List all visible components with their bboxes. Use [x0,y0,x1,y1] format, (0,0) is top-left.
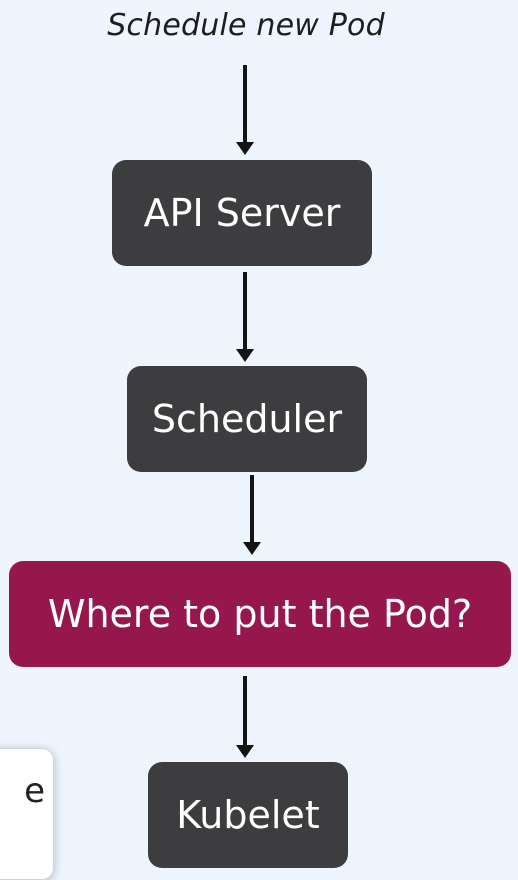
scheduler-label: Scheduler [151,397,343,441]
kubelet-label: Kubelet [176,793,320,837]
decision-label: Where to put the Pod? [47,592,473,636]
diagram-caption: Schedule new Pod [107,8,385,43]
api-server-label: API Server [143,191,341,235]
kubelet-node: Kubelet [148,762,348,868]
api-server-node: API Server [112,160,372,266]
decision-node: Where to put the Pod? [9,561,511,667]
side-card-text: e [24,771,45,811]
scheduler-node: Scheduler [127,366,367,472]
partial-side-card: e [0,748,54,880]
